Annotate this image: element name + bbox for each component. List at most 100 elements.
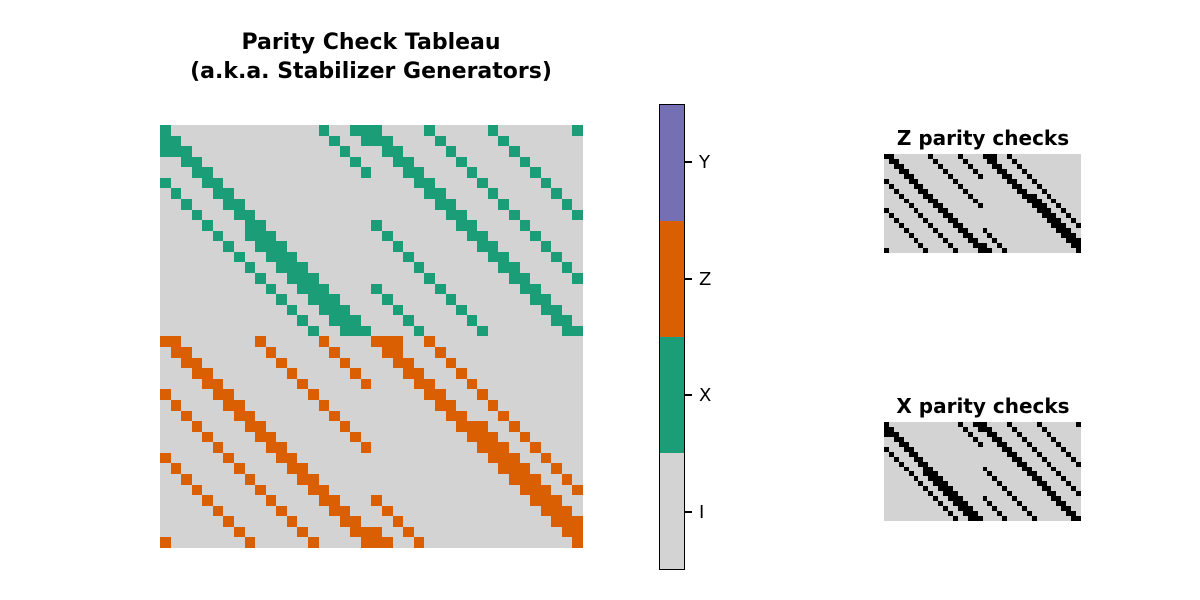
heatmap-cell	[244, 262, 256, 274]
heatmap-cell	[977, 511, 983, 517]
heatmap-cell	[360, 516, 372, 527]
heatmap-cell	[1007, 471, 1013, 477]
heatmap-cell	[1046, 233, 1052, 239]
heatmap-cell	[371, 241, 383, 252]
heatmap-cell	[1061, 213, 1067, 219]
heatmap-cell	[982, 178, 988, 184]
heatmap-cell	[918, 476, 924, 482]
heatmap-cell	[1056, 476, 1062, 482]
heatmap-cell	[255, 368, 266, 379]
heatmap-cell	[466, 241, 478, 252]
heatmap-cell	[212, 262, 224, 274]
heatmap-cell	[255, 125, 266, 136]
heatmap-cell	[456, 347, 467, 358]
heatmap-cell	[160, 125, 171, 136]
heatmap-cell	[962, 233, 968, 239]
heatmap-cell	[456, 304, 467, 316]
heatmap-cell	[339, 167, 351, 178]
heatmap-cell	[339, 220, 351, 231]
heatmap-cell	[893, 441, 899, 447]
heatmap-cell	[424, 241, 435, 252]
heatmap-cell	[572, 199, 583, 210]
heatmap-cell	[350, 378, 361, 390]
heatmap-cell	[1056, 154, 1062, 159]
heatmap-cell	[456, 431, 467, 443]
heatmap-cell	[1021, 496, 1027, 502]
heatmap-cell	[360, 463, 372, 474]
heatmap-cell	[329, 495, 340, 506]
heatmap-cell	[223, 431, 235, 443]
heatmap-cell	[1007, 516, 1013, 521]
heatmap-cell	[948, 168, 953, 174]
heatmap-cell	[972, 163, 978, 169]
heatmap-cell	[1061, 158, 1067, 164]
heatmap-cell	[903, 168, 909, 174]
heatmap-cell	[938, 213, 944, 219]
heatmap-cell	[952, 243, 958, 249]
heatmap-cell	[212, 177, 224, 189]
heatmap-cell	[1016, 238, 1022, 244]
heatmap-cell	[540, 537, 552, 548]
heatmap-cell	[1056, 441, 1062, 447]
heatmap-cell	[318, 431, 330, 443]
heatmap-cell	[913, 422, 919, 427]
heatmap-cell	[972, 173, 978, 179]
heatmap-cell	[1046, 446, 1052, 452]
heatmap-cell	[202, 209, 213, 221]
heatmap-cell	[1076, 158, 1081, 164]
heatmap-cell	[350, 230, 361, 242]
heatmap-cell	[392, 156, 404, 168]
heatmap-cell	[191, 537, 203, 548]
heatmap-cell	[276, 230, 287, 242]
heatmap-cell	[434, 378, 446, 390]
heatmap-cell	[1076, 218, 1081, 224]
heatmap-cell	[160, 188, 171, 200]
heatmap-cell	[933, 431, 939, 437]
heatmap-cell	[382, 125, 393, 136]
heatmap-cell	[888, 476, 894, 482]
heatmap-cell	[265, 357, 277, 369]
heatmap-cell	[181, 431, 192, 443]
heatmap-cell	[997, 158, 1003, 164]
heatmap-cell	[982, 198, 988, 204]
heatmap-cell	[997, 446, 1003, 452]
heatmap-cell	[371, 431, 383, 443]
heatmap-cell	[456, 251, 467, 263]
heatmap-cell	[360, 283, 372, 295]
heatmap-cell	[551, 125, 562, 136]
heatmap-cell	[212, 516, 224, 527]
heatmap-cell	[360, 452, 372, 464]
heatmap-cell	[286, 135, 298, 147]
heatmap-cell	[923, 506, 929, 512]
heatmap-cell	[223, 357, 235, 369]
heatmap-cell	[191, 156, 203, 168]
heatmap-cell	[933, 238, 939, 244]
heatmap-cell	[982, 431, 988, 437]
heatmap-cell	[918, 178, 924, 184]
heatmap-cell	[933, 441, 939, 447]
heatmap-cell	[893, 183, 899, 189]
heatmap-cell	[244, 357, 256, 369]
heatmap-cell	[360, 473, 372, 485]
heatmap-cell	[382, 378, 393, 390]
heatmap-cell	[445, 410, 457, 422]
heatmap-cell	[255, 421, 266, 432]
heatmap-cell	[1002, 481, 1008, 487]
heatmap-cell	[265, 368, 277, 379]
heatmap-cell	[982, 163, 988, 169]
heatmap-cell	[1076, 506, 1081, 512]
heatmap-cell	[928, 486, 934, 492]
heatmap-cell	[170, 273, 182, 284]
heatmap-cell	[1036, 228, 1042, 234]
heatmap-cell	[1061, 461, 1067, 467]
heatmap-cell	[1066, 431, 1072, 437]
heatmap-cell	[223, 262, 235, 274]
heatmap-cell	[445, 167, 457, 178]
heatmap-cell	[1012, 178, 1017, 184]
heatmap-cell	[923, 168, 929, 174]
heatmap-cell	[923, 491, 929, 497]
heatmap-cell	[519, 199, 531, 210]
heatmap-cell	[928, 516, 934, 521]
heatmap-cell	[508, 452, 520, 464]
heatmap-cell	[265, 262, 277, 274]
